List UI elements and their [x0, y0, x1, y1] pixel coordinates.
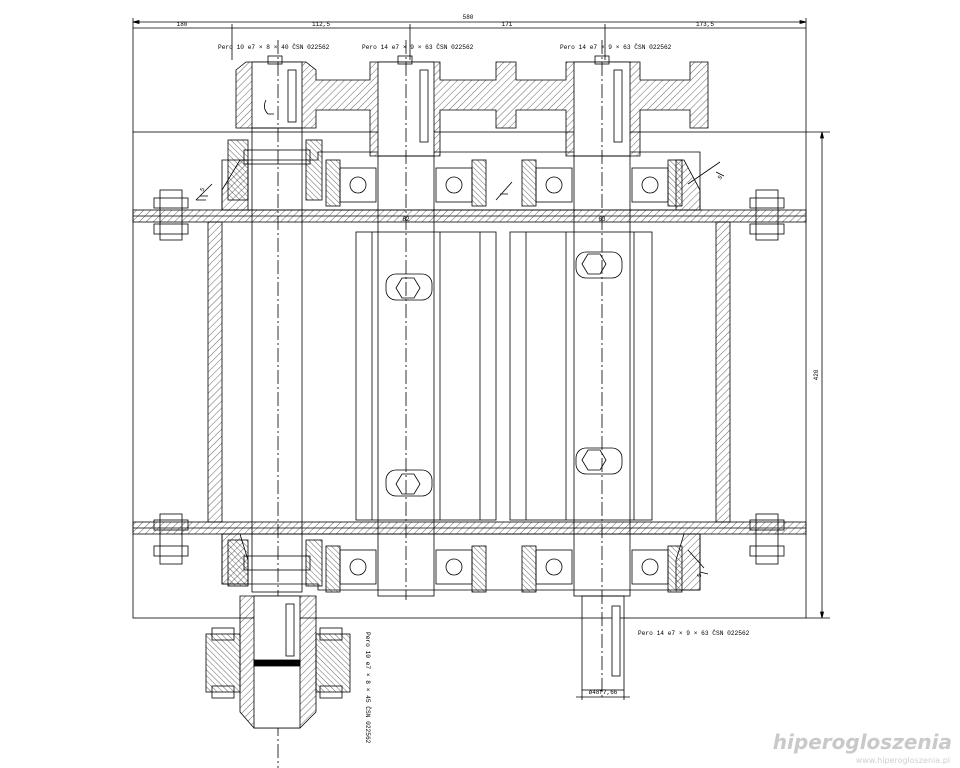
weld-number: 5: [696, 572, 704, 579]
seg-4-dim: 173,5: [696, 21, 714, 28]
bore-1-dim: 62: [402, 216, 410, 223]
height-dimension-line: [806, 131, 830, 619]
bore-2-dim: 63: [598, 216, 606, 223]
shaft-dimension-line: [576, 690, 630, 700]
bottom-coupling: [205, 595, 351, 729]
key-label-bottom-right: Pero 14 e7 × 9 × 63 ČSN 022562: [638, 630, 750, 637]
right-side-wall: [715, 221, 731, 523]
lower-bearings: [325, 545, 683, 593]
shaft-dim-label: ø48f7,66: [589, 689, 618, 696]
output-shaft: [573, 40, 631, 700]
weld-symbol: [687, 161, 725, 185]
overall-height-dim: 420: [813, 369, 820, 380]
top-dimension-lines: [132, 18, 807, 132]
key-label-top-2: Pero 14 e7 × 9 × 63 ČSN 022562: [362, 44, 474, 51]
lower-housing: [221, 533, 701, 591]
overall-width-dim: 580: [463, 14, 474, 21]
weld-symbol: [687, 549, 709, 575]
housing-outline: [132, 131, 807, 619]
input-shaft: [227, 40, 323, 768]
weld-symbol: [195, 183, 213, 201]
right-roller: [509, 231, 653, 521]
intermediate-shaft: [377, 40, 435, 600]
seg-3-dim: 171: [502, 21, 513, 28]
weld-number: 5: [716, 174, 724, 182]
key-label-top-1: Pero 10 e7 × 8 × 40 ČSN 022562: [218, 44, 330, 51]
watermark-logo: hiperogloszenia: [772, 730, 952, 754]
flange-bolts: [153, 189, 785, 565]
weld-number: 5: [199, 186, 207, 193]
left-roller: [355, 231, 497, 521]
seg-2-dim: 112,5: [312, 21, 330, 28]
key-label-top-3: Pero 14 e7 × 9 × 63 ČSN 022562: [560, 44, 672, 51]
key-label-bottom-left: Pero 10 e7 × 8 × 45 ČSN 022562: [364, 632, 371, 744]
seg-1-dim: 180: [177, 21, 188, 28]
upper-bearings: [325, 159, 683, 207]
watermark-url: www.hiperogloszenia.pl: [855, 756, 950, 765]
left-side-wall: [207, 221, 223, 523]
